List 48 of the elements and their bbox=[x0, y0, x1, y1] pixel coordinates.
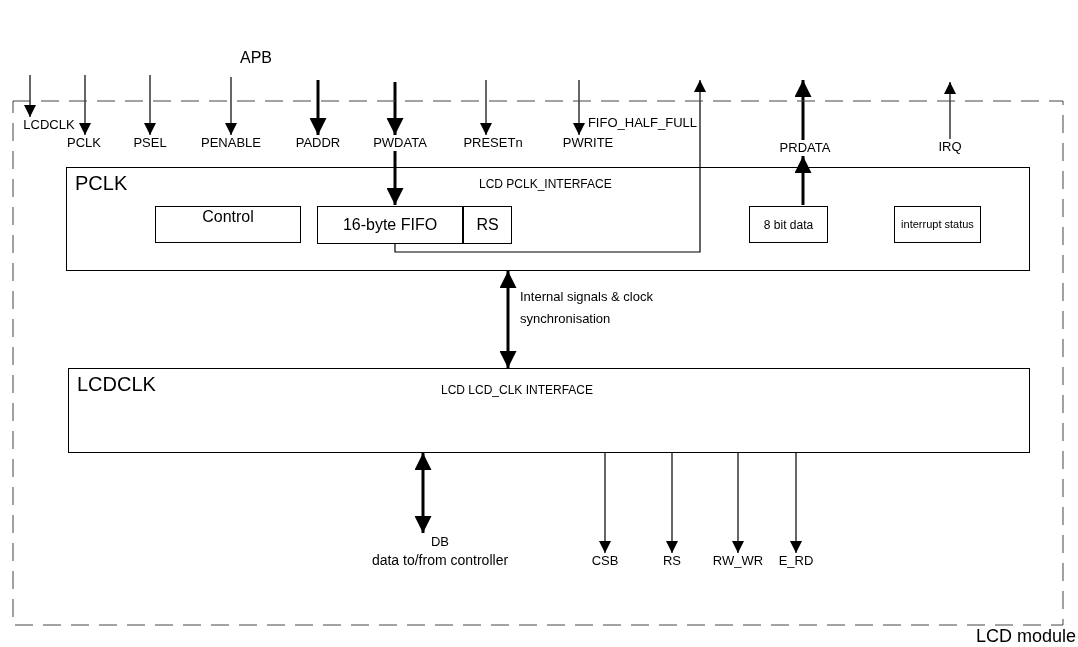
signal-label: PWRITE bbox=[556, 135, 620, 151]
signal-arrow bbox=[386, 82, 404, 135]
clock-domain-heading: PCLK bbox=[75, 171, 128, 195]
signal-label: IRQ bbox=[930, 139, 970, 155]
signal-arrow bbox=[499, 271, 517, 368]
signal-label: RS bbox=[655, 553, 689, 569]
signal-arrow bbox=[414, 453, 432, 533]
block-title: LCD LCD_CLK INTERFACE bbox=[441, 383, 594, 397]
function-block: 8 bit data bbox=[749, 206, 828, 243]
signal-label: DB bbox=[430, 533, 450, 551]
signal-arrow bbox=[666, 452, 678, 554]
signal-arrow bbox=[386, 151, 404, 205]
signal-arrow bbox=[794, 80, 812, 140]
signal-label: CSB bbox=[585, 553, 625, 569]
function-block: RS bbox=[463, 206, 512, 244]
interface-block bbox=[68, 368, 1030, 453]
signal-arrow bbox=[144, 74, 156, 136]
signal-label: RW_WR bbox=[713, 553, 763, 569]
signal-arrow bbox=[794, 156, 812, 205]
signal-description: data to/from controller bbox=[371, 551, 509, 569]
block-title: LCD PCLK_INTERFACE bbox=[479, 177, 612, 191]
interface-block bbox=[66, 167, 1030, 271]
signal-label: PCLK bbox=[61, 135, 107, 151]
signal-arrow bbox=[394, 79, 706, 253]
signal-arrow bbox=[599, 452, 611, 554]
module-title: LCD module bbox=[975, 625, 1076, 647]
function-block: 16-byte FIFO bbox=[317, 206, 463, 244]
signal-arrow bbox=[573, 79, 585, 136]
signal-label: PSEL bbox=[127, 135, 173, 151]
signal-arrow bbox=[309, 80, 327, 135]
signal-arrow bbox=[24, 74, 36, 118]
signal-label: PRDATA bbox=[772, 140, 838, 156]
function-block: interrupt status bbox=[894, 206, 981, 243]
bus-label: APB bbox=[240, 48, 272, 68]
signal-label: PWDATA bbox=[365, 135, 435, 151]
clock-domain-heading: LCDCLK bbox=[77, 372, 156, 396]
signal-label: PADDR bbox=[288, 135, 348, 151]
signal-label: PRESETn bbox=[454, 135, 532, 151]
signal-label: LCDCLK bbox=[16, 117, 82, 133]
signal-label: PENABLE bbox=[198, 135, 264, 151]
signal-arrow bbox=[790, 452, 802, 554]
function-block: Control bbox=[155, 206, 301, 243]
signal-arrow bbox=[225, 76, 237, 136]
signal-arrow bbox=[480, 79, 492, 136]
signal-arrow bbox=[944, 81, 956, 140]
signal-label: E_RD bbox=[771, 553, 821, 569]
signal-arrow bbox=[79, 74, 91, 136]
signal-arrow bbox=[732, 452, 744, 554]
